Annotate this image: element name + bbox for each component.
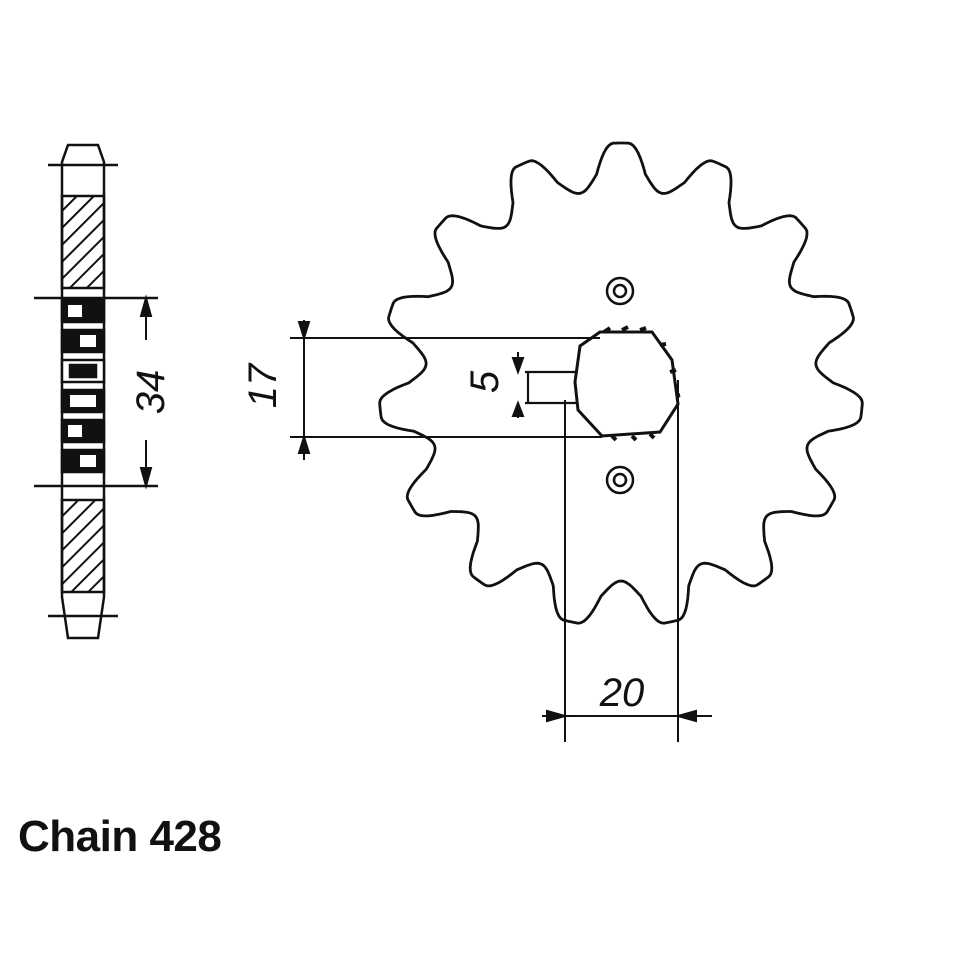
side-profile-view — [34, 143, 158, 640]
dimension-outer-diameter — [542, 380, 712, 742]
dimension-across-flats — [290, 320, 602, 460]
hatch-top — [60, 194, 106, 290]
dimension-keyway-arrows — [511, 352, 525, 418]
hub-spline-section — [60, 298, 106, 474]
dimension-label-34: 34 — [129, 370, 173, 415]
hatch-bottom — [60, 498, 106, 594]
spline-bore — [573, 330, 680, 438]
dimension-label-20: 20 — [599, 671, 645, 715]
sprocket-outline — [378, 141, 864, 625]
bolt-hole-top — [605, 276, 635, 306]
dimension-hub-width — [139, 294, 153, 490]
spline-bore-teeth — [602, 325, 681, 442]
bolt-hole-bottom — [605, 465, 635, 495]
chain-caption: Chain 428 — [18, 812, 222, 861]
dimension-label-5: 5 — [463, 370, 507, 393]
dimension-label-17: 17 — [241, 362, 285, 408]
keyway — [525, 370, 576, 405]
